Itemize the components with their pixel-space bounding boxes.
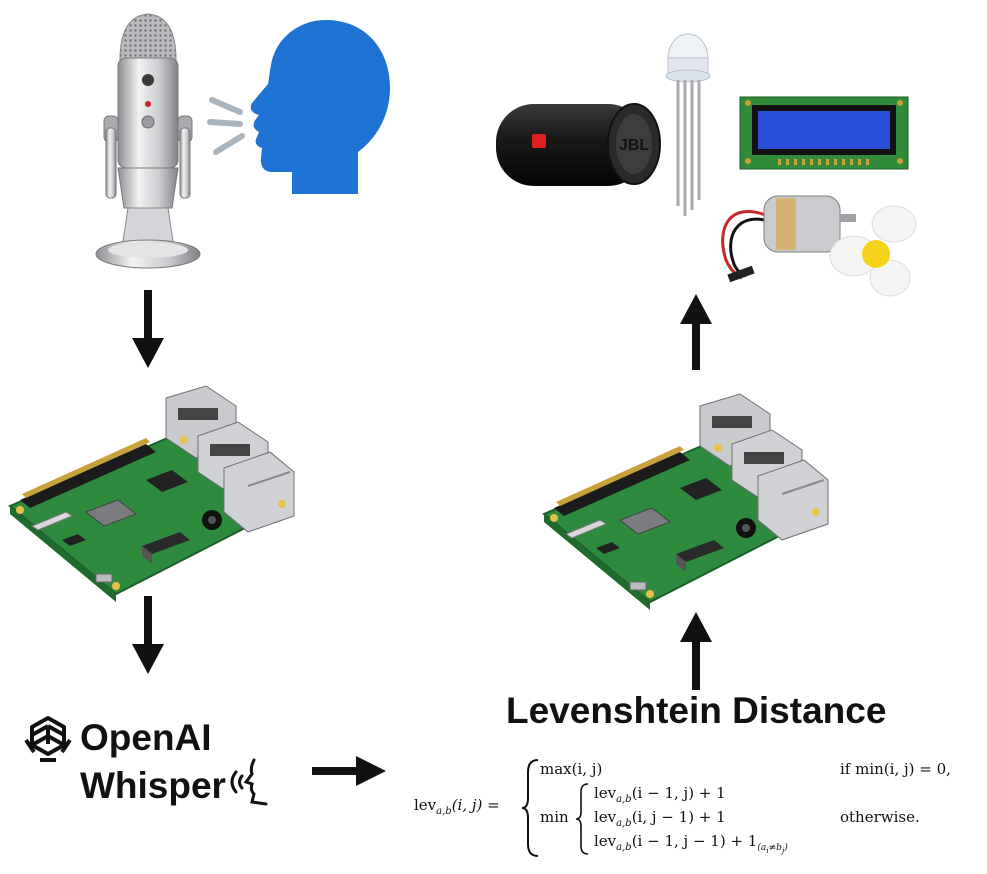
svg-text:JBL: JBL bbox=[619, 137, 649, 154]
hdmi-port bbox=[142, 532, 190, 564]
arrow-levenshtein-to-pi bbox=[680, 612, 712, 690]
arrow-pi-to-outputs bbox=[680, 294, 712, 370]
usb-microphone-image bbox=[95, 13, 201, 269]
formula-min: min bbox=[540, 808, 569, 826]
outer-brace bbox=[521, 759, 539, 857]
arrow-whisper-to-formula bbox=[312, 756, 386, 786]
ethernet-port bbox=[757, 459, 829, 541]
speaking-head-icon bbox=[207, 20, 390, 194]
formula-case2-cond: otherwise. bbox=[840, 808, 920, 826]
inner-brace bbox=[575, 783, 589, 855]
levenshtein-formula: leva,b(i, j) = max(i, j) if min(i, j) = … bbox=[400, 758, 980, 858]
formula-case1-cond: if min(i, j) = 0, bbox=[840, 760, 951, 778]
formula-inner2: leva,b(i, j − 1) + 1 bbox=[594, 808, 726, 829]
gpio-header bbox=[20, 438, 156, 508]
gpio-header bbox=[554, 446, 690, 516]
lcd-display-image bbox=[739, 96, 909, 170]
formula-inner3: leva,b(i − 1, j − 1) + 1(ai≠bj) bbox=[594, 832, 788, 855]
formula-case1-expr: max(i, j) bbox=[540, 760, 603, 778]
openai-wordmark: OpenAI bbox=[80, 717, 212, 758]
arrow-mic-to-pi bbox=[132, 290, 164, 368]
bluetooth-speaker-image: JBL bbox=[496, 103, 661, 186]
arrow-pi-to-whisper bbox=[132, 596, 164, 674]
head-silhouette bbox=[250, 20, 390, 194]
speaking-head-sound-icon bbox=[230, 758, 268, 806]
formula-inner1: leva,b(i − 1, j) + 1 bbox=[594, 784, 726, 805]
levenshtein-title: Levenshtein Distance bbox=[506, 690, 887, 731]
openai-logo-icon bbox=[24, 716, 72, 762]
dc-motor-fan-image bbox=[721, 195, 917, 297]
ethernet-port bbox=[223, 451, 295, 533]
hdmi-port bbox=[676, 540, 724, 572]
rgb-led-image bbox=[665, 33, 711, 216]
raspberry-pi-board-left bbox=[8, 385, 295, 602]
formula-lhs: leva,b(i, j) = bbox=[414, 796, 500, 817]
raspberry-pi-board-right bbox=[542, 393, 829, 610]
fan-blades bbox=[829, 205, 917, 297]
whisper-wordmark: Whisper bbox=[80, 765, 226, 806]
